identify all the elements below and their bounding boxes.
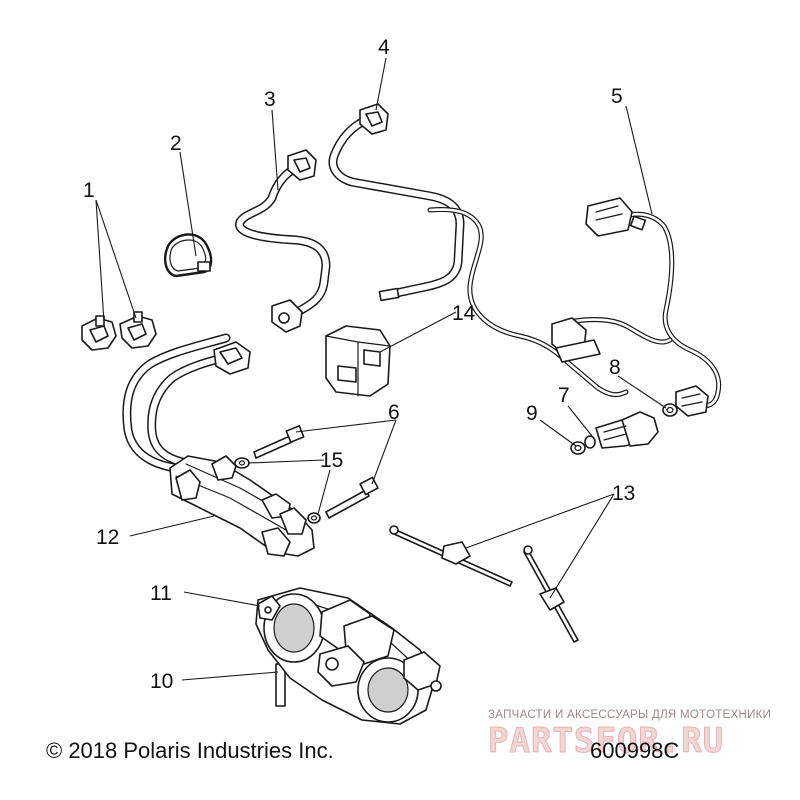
part-11-throttle-gasket: [257, 595, 281, 621]
callout-15: 15: [320, 449, 343, 472]
part-4-fuel-hose: [328, 103, 465, 302]
part-number: 600998C: [590, 738, 679, 763]
part-10-throttle-body: [255, 587, 442, 725]
callout-labels: 1 2 3 4 5 6 7 8 9 10 11 12 13 14 15: [83, 36, 635, 693]
part-15-washer: [234, 457, 250, 469]
footer: © 2018 Polaris Industries Inc. 600998C: [46, 738, 679, 763]
callout-11: 11: [150, 582, 172, 605]
part-13-cable-tie: [389, 525, 513, 587]
part-14-foam-pad: [325, 325, 391, 397]
part-13-cable-tie-lower: [523, 545, 579, 643]
watermark-tagline: ЗАПЧАСТИ И АКСЕССУАРЫ ДЛЯ МОТОТЕХНИКИ: [488, 709, 771, 721]
part-8-o-ring: [662, 403, 678, 417]
callout-13: 13: [612, 482, 635, 505]
part-1-hose-clips: [81, 311, 157, 351]
copyright-text: © 2018 Polaris Industries Inc.: [46, 738, 334, 763]
callout-9: 9: [526, 402, 538, 425]
part-3-fuel-hose: [235, 149, 331, 333]
part-6-bolt: [253, 425, 305, 459]
callout-6: 6: [388, 401, 400, 424]
part-6-bolt-lower: [325, 476, 379, 519]
callout-4: 4: [378, 36, 390, 59]
callout-14: 14: [452, 302, 476, 325]
part-12-fuel-rail: [122, 333, 315, 557]
callout-1: 1: [83, 179, 95, 202]
part-5-injector-harness: [427, 197, 722, 417]
callout-5: 5: [611, 85, 623, 108]
callout-3: 3: [264, 88, 276, 111]
watermark: ЗАПЧАСТИ И АКСЕССУАРЫ ДЛЯ МОТОТЕХНИКИ PA…: [488, 709, 771, 762]
part-2-clamp-ring: [164, 233, 213, 278]
callout-7: 7: [558, 384, 570, 407]
callout-12: 12: [96, 526, 119, 549]
leader-lines: [95, 57, 667, 681]
watermark-brand: PARTSFOR.RU: [488, 721, 724, 761]
part-7-fuel-injector: [584, 411, 659, 449]
callout-8: 8: [609, 356, 621, 379]
callout-2: 2: [170, 132, 182, 155]
part-15-washer-lower: [307, 512, 321, 524]
callout-10: 10: [150, 670, 173, 693]
